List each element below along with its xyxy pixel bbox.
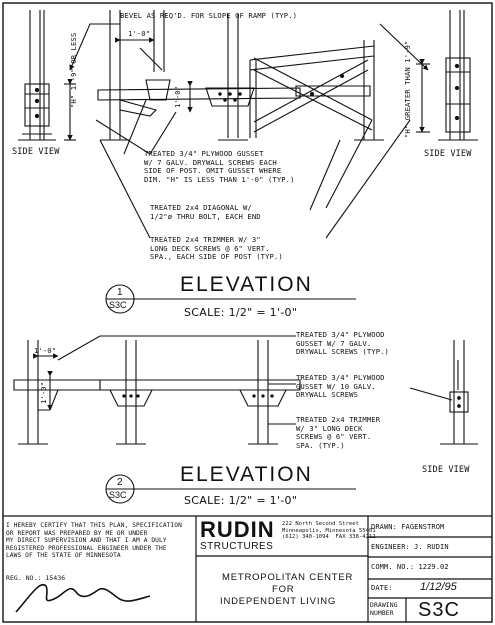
drawing-number-label: DRAWING NUMBER bbox=[370, 601, 398, 617]
drawn-by: DRAWN: FAGENSTROM bbox=[371, 523, 445, 531]
note-diagonal: TREATED 2x4 DIAGONAL W/ 1/2"ø THRU BOLT,… bbox=[150, 203, 261, 221]
registration-number: REG. NO.: 15436 bbox=[6, 574, 66, 582]
side-view-lower-label: SIDE VIEW bbox=[422, 465, 470, 475]
commission-number: COMM. NO.: 1229.02 bbox=[371, 563, 449, 571]
date-value: 1/12/95 bbox=[420, 581, 457, 593]
elevation-2-number: 2 bbox=[117, 477, 123, 488]
dim-lower-vert-1ft: 1'-0" bbox=[39, 381, 48, 404]
side-view-right-label: SIDE VIEW bbox=[424, 149, 472, 159]
date-label: DATE: bbox=[371, 584, 393, 592]
firm-logo-sub: STRUCTURES bbox=[200, 541, 274, 552]
firm-address: 222 North Second Street Minneapolis, Min… bbox=[282, 521, 376, 541]
project-line-1: METROPOLITAN CENTER bbox=[222, 572, 354, 583]
title-block-frame bbox=[3, 515, 492, 622]
elevation-2-title: ELEVATION bbox=[180, 463, 313, 486]
firm-logo: RUDIN bbox=[200, 517, 275, 542]
note-trimmer-b: TREATED 2x4 TRIMMER W/ 3" LONG DECK SCRE… bbox=[296, 415, 381, 450]
elevation-1-number: 1 bbox=[117, 287, 123, 298]
engineer-certification: I HEREBY CERTIFY THAT THIS PLAN, SPECIFI… bbox=[6, 522, 182, 560]
project-line-3: INDEPENDENT LIVING bbox=[220, 596, 337, 607]
elevation-1-sheet: S3C bbox=[109, 300, 127, 310]
dim-lower-top-1ft: 1'-0" bbox=[34, 346, 57, 355]
note-gusset-a: TREATED 3/4" PLYWOOD GUSSET W/ 7 GALV. D… bbox=[144, 149, 295, 184]
elevation-2-drawing bbox=[13, 335, 478, 445]
side-view-left-label: SIDE VIEW bbox=[12, 147, 60, 157]
dim-h-min: "H" GREATER THAN 1'-9" bbox=[403, 40, 412, 138]
elevation-2-tag bbox=[105, 474, 356, 504]
dim-h-max: "H" 1'-9" OR LESS bbox=[69, 32, 78, 108]
project-line-2: FOR bbox=[272, 584, 295, 595]
note-gusset-c: TREATED 3/4" PLYWOOD GUSSET W/ 10 GALV. … bbox=[296, 373, 385, 400]
note-gusset-b: TREATED 3/4" PLYWOOD GUSSET W/ 7 GALV. D… bbox=[296, 330, 389, 357]
elevation-2-sheet: S3C bbox=[109, 490, 127, 500]
elevation-2-scale: SCALE: 1/2" = 1'-0" bbox=[184, 494, 298, 507]
dim-top-1ft: 1'-0" bbox=[128, 29, 151, 38]
drawing-number: S3C bbox=[418, 599, 460, 621]
elevation-1-scale: SCALE: 1/2" = 1'-0" bbox=[184, 306, 298, 319]
elevation-1-title: ELEVATION bbox=[180, 273, 313, 296]
engineer-signature bbox=[15, 583, 151, 613]
bevel-note: BEVEL AS REQ'D. FOR SLOPE OF RAMP (TYP.) bbox=[120, 11, 298, 20]
engineer-name: ENGINEER: J. RUDIN bbox=[371, 543, 449, 551]
elevation-1-drawing bbox=[18, 10, 478, 239]
note-trimmer-a: TREATED 2x4 TRIMMER W/ 3" LONG DECK SCRE… bbox=[150, 235, 283, 262]
dim-1ft-vertical: 1'-0" bbox=[173, 85, 182, 108]
elevation-1-tag bbox=[105, 284, 356, 314]
